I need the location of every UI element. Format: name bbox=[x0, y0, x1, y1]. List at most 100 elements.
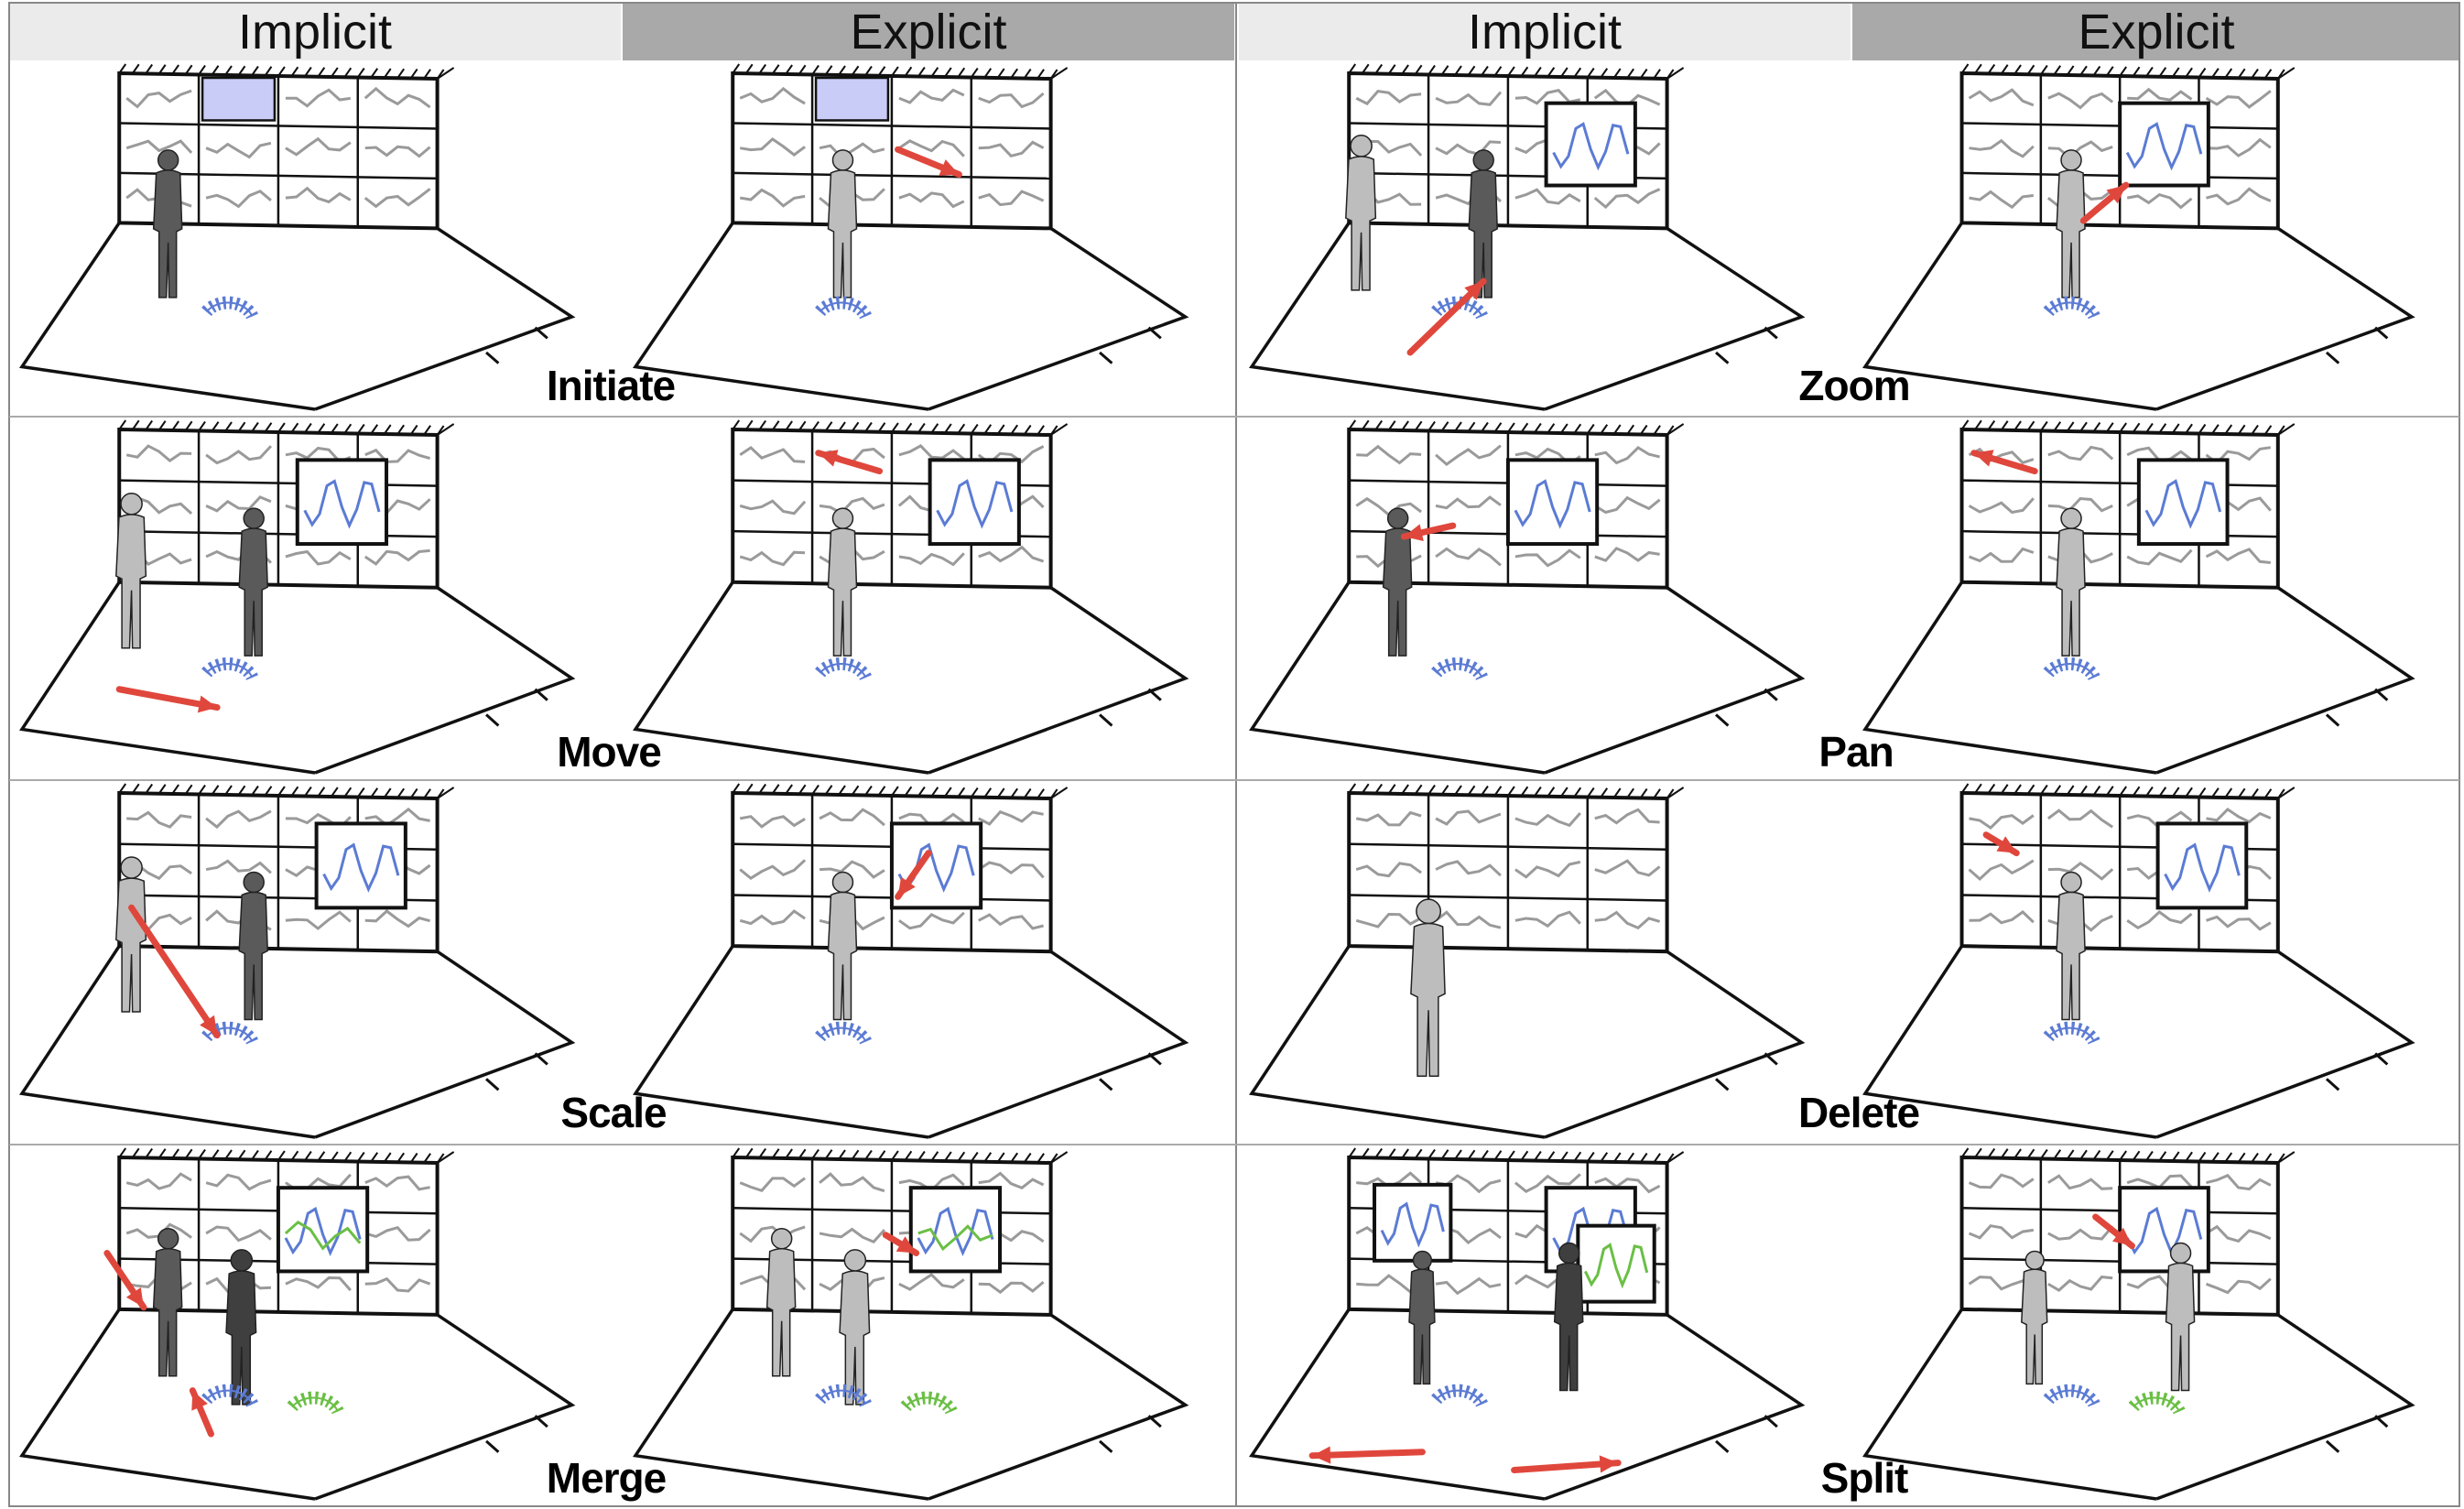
chart-line bbox=[1380, 1201, 1445, 1248]
wall-hatch bbox=[744, 419, 754, 430]
wall-hatch bbox=[1987, 419, 1996, 431]
wall-hatch bbox=[251, 421, 259, 433]
wall-hatch bbox=[1573, 787, 1582, 798]
wall-hatch bbox=[877, 66, 886, 77]
wall-hatch bbox=[330, 1151, 339, 1162]
wall-hatch bbox=[2026, 784, 2035, 795]
wall-hatch bbox=[1653, 788, 1661, 799]
floor-tick bbox=[1099, 1078, 1113, 1091]
panel-pan-implicit bbox=[1249, 419, 1806, 775]
cell-data-line bbox=[2047, 1174, 2113, 1190]
wall-hatch bbox=[1361, 63, 1370, 74]
person-body bbox=[1382, 527, 1413, 657]
person bbox=[2056, 149, 2086, 299]
wall-hatch bbox=[1454, 785, 1462, 796]
cell-data-line bbox=[898, 444, 965, 461]
wall-hatch bbox=[1401, 420, 1409, 431]
wall-hatch bbox=[437, 1151, 455, 1164]
wall-hatch bbox=[1023, 787, 1032, 799]
cell-data-line bbox=[1435, 910, 1502, 929]
wall-hatch bbox=[343, 1151, 353, 1162]
cell-data-line bbox=[1355, 862, 1422, 878]
wall-hatch bbox=[2092, 65, 2101, 77]
wall-hatch bbox=[211, 1149, 220, 1160]
person-body bbox=[1345, 156, 1377, 291]
wall-hatch bbox=[1010, 68, 1018, 79]
wall-hatch bbox=[1348, 63, 1357, 74]
person-head bbox=[2024, 1250, 2045, 1271]
wall-hatch bbox=[2263, 69, 2273, 80]
chart-window bbox=[928, 458, 1021, 547]
wall-hatch bbox=[2119, 66, 2127, 77]
person bbox=[238, 871, 268, 1021]
cell-data-line bbox=[285, 910, 352, 930]
cell-data-line bbox=[126, 810, 192, 829]
cell-data-line bbox=[978, 140, 1045, 157]
cell-data-line bbox=[2126, 910, 2193, 930]
wall-hatch bbox=[811, 1148, 820, 1160]
wall-hatch bbox=[409, 1152, 418, 1164]
wall-hatch bbox=[304, 786, 312, 798]
wall-hatch bbox=[771, 784, 780, 795]
wall-hatch bbox=[356, 67, 365, 79]
wall-hatch bbox=[877, 422, 886, 433]
chart-frame bbox=[2118, 1186, 2210, 1274]
chart-window bbox=[314, 821, 407, 910]
label-pan: Pan bbox=[1818, 728, 1894, 776]
wall-hatch bbox=[1023, 68, 1032, 80]
floor-outline bbox=[19, 945, 576, 1139]
cell-data-line bbox=[285, 1276, 352, 1292]
trail-edge bbox=[819, 1389, 867, 1406]
person-head bbox=[831, 871, 854, 894]
wall-hatch bbox=[957, 423, 966, 434]
trail-edge bbox=[1435, 662, 1483, 679]
floor-outline bbox=[633, 1308, 1189, 1501]
wall-hatch bbox=[2263, 788, 2273, 799]
trail-hatch bbox=[2043, 657, 2100, 681]
wall-hatch bbox=[171, 64, 179, 75]
wall-hatch bbox=[1974, 1147, 1982, 1158]
cell-data-line bbox=[739, 499, 807, 516]
wall-hatch bbox=[996, 424, 1005, 435]
chart-window-right bbox=[1576, 1223, 1656, 1304]
cell-data-line bbox=[739, 815, 806, 829]
wall-hatch bbox=[996, 1152, 1005, 1163]
cell-data-line bbox=[1514, 548, 1581, 568]
wall-hatch bbox=[904, 422, 913, 433]
cell-data-line bbox=[739, 909, 806, 926]
arrow-shaft bbox=[1308, 1449, 1426, 1460]
wall-hatch bbox=[2185, 423, 2193, 434]
wall-hatch bbox=[838, 785, 846, 796]
person-body bbox=[115, 877, 147, 1013]
wall-hatch bbox=[343, 67, 353, 78]
person-body bbox=[225, 1270, 257, 1406]
wall-hatch bbox=[1666, 787, 1685, 799]
wall-hatch bbox=[957, 1151, 966, 1162]
floor-tick bbox=[485, 1439, 500, 1453]
cell-data-line bbox=[2126, 548, 2193, 566]
red-arrow bbox=[115, 686, 221, 713]
floor-tick bbox=[534, 688, 548, 701]
wall-hatch bbox=[2000, 64, 2009, 75]
panel-zoom-implicit bbox=[1248, 63, 1806, 411]
wall-hatch bbox=[2026, 420, 2035, 431]
wall-hatch bbox=[996, 787, 1005, 798]
wall-hatch bbox=[1507, 422, 1515, 433]
wall-hatch bbox=[891, 422, 899, 433]
wall-hatch bbox=[771, 64, 780, 75]
wall-hatch bbox=[864, 65, 873, 77]
person-body bbox=[238, 891, 268, 1021]
person-head bbox=[120, 492, 143, 516]
wall-hatch bbox=[2211, 1152, 2220, 1163]
wall-hatch bbox=[2145, 1150, 2154, 1162]
wall-hatch bbox=[758, 63, 767, 75]
person-b bbox=[225, 1249, 257, 1406]
wall-hatch bbox=[1493, 786, 1503, 797]
wall-hatch bbox=[930, 67, 939, 78]
person bbox=[827, 149, 858, 299]
cell-data-line bbox=[364, 909, 430, 928]
wall-hatch bbox=[2198, 787, 2207, 798]
red-arrow bbox=[1400, 522, 1457, 541]
label-scale: Scale bbox=[560, 1089, 667, 1136]
panel-pan-explicit bbox=[1862, 419, 2415, 775]
